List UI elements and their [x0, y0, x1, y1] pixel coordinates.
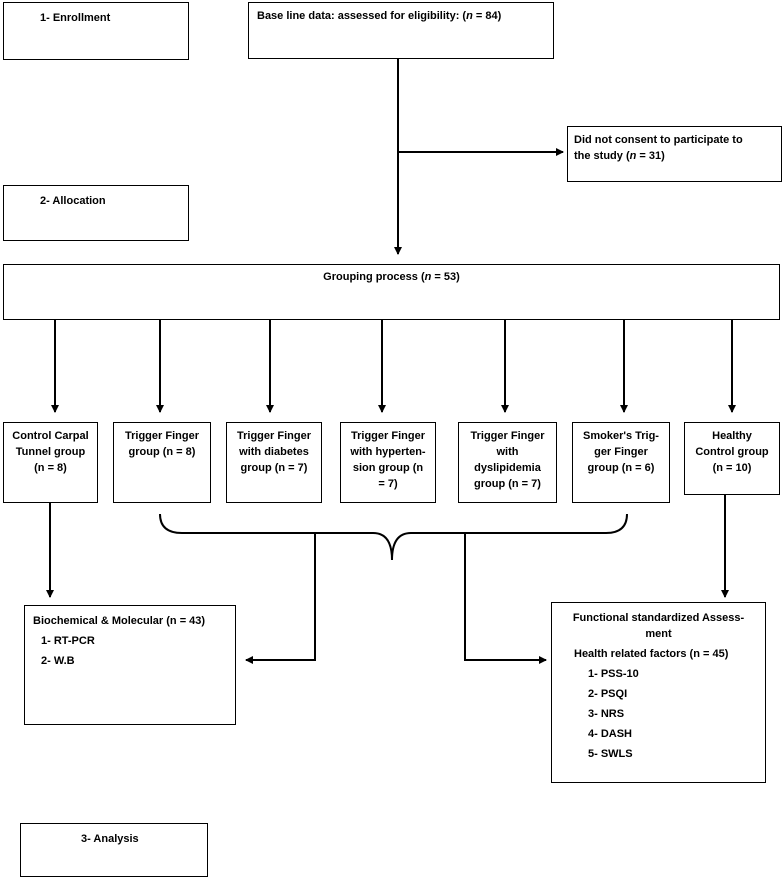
stage-allocation-label: 2- Allocation [40, 195, 106, 207]
group-trigger-finger-hypertension: Trigger Finger with hyperten- sion group… [340, 422, 436, 503]
functional-title-1: Functional standardized Assess- [572, 612, 745, 624]
biochem-title: Biochemical & Molecular (n = 43) [33, 615, 206, 627]
arrow-brace-to-biochem [245, 533, 316, 664]
stage-analysis: 3- Analysis [20, 823, 208, 877]
group-smoker-trigger-finger: Smoker's Trig- ger Finger group (n = 6) [572, 422, 670, 503]
biochem-box: Biochemical & Molecular (n = 43) 1- RT-P… [24, 605, 236, 725]
arrow-brace-to-functional [464, 533, 547, 664]
functional-item: 4- DASH [588, 727, 633, 740]
functional-subtitle: Health related factors (n = 45) [574, 647, 729, 660]
grouping-box: Grouping process (n = 53) [3, 264, 780, 320]
functional-item: 3- NRS [588, 707, 625, 720]
functional-item: 2- PSQI [588, 687, 628, 700]
stage-analysis-label: 3- Analysis [81, 833, 139, 845]
stage-enrollment-label: 1- Enrollment [40, 12, 111, 24]
group-trigger-finger-dyslipidemia: Trigger Finger with dyslipidemia group (… [458, 422, 557, 503]
baseline-box: Base line data: assessed for eligibility… [248, 2, 554, 59]
biochem-item: 1- RT-PCR [41, 634, 95, 647]
functional-box: Functional standardized Assess- ment Hea… [551, 602, 766, 783]
group-healthy-control: Healthy Control group (n = 10) [684, 422, 780, 495]
group-control-carpal: Control Carpal Tunnel group (n = 8) [3, 422, 98, 503]
brace [159, 513, 628, 561]
excluded-box: Did not consent to participate to the st… [567, 126, 782, 182]
functional-title-2: ment [645, 627, 672, 640]
functional-item: 5- SWLS [588, 747, 633, 760]
biochem-item: 2- W.B [41, 654, 75, 667]
stage-enrollment: 1- Enrollment [3, 2, 189, 60]
functional-item: 1- PSS-10 [588, 667, 639, 680]
group-trigger-finger: Trigger Finger group (n = 8) [113, 422, 211, 503]
excluded-line-1: Did not consent to participate to [574, 134, 743, 146]
excluded-line-2: the study (n = 31) [574, 149, 665, 162]
stage-allocation: 2- Allocation [3, 185, 189, 241]
group-trigger-finger-diabetes: Trigger Finger with diabetes group (n = … [226, 422, 322, 503]
grouping-text: Grouping process (n = 53) [323, 271, 460, 283]
baseline-text: Base line data: assessed for eligibility… [257, 10, 502, 22]
